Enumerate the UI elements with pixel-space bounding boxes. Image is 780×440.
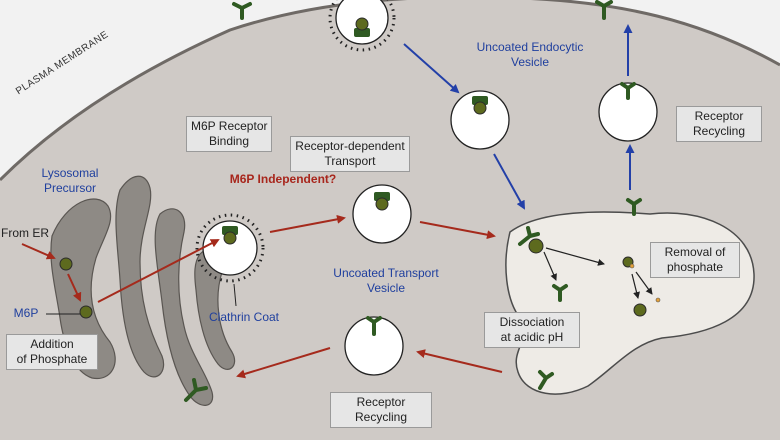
endocytosis-arrow xyxy=(403,43,460,94)
uncoated-transport-vesicle-line1: Uncoated Transport xyxy=(333,266,439,280)
enzyme-icon xyxy=(528,238,544,254)
m6p-enzyme-icon xyxy=(79,305,93,319)
receptor-dependent-transport-line2: Transport xyxy=(324,154,376,168)
receptor-dependent-transport-box: Receptor-dependent Transport xyxy=(290,136,410,172)
lysosomal-precursor-line1: Lysosomal xyxy=(41,166,99,180)
golgi-receptor-icon xyxy=(184,378,208,402)
phosphate-icon xyxy=(655,297,661,303)
clathrin-leader-line xyxy=(233,283,237,307)
lysosomal-precursor-line2: Precursor xyxy=(43,181,96,195)
removal-of-phosphate-line1: Removal of xyxy=(664,245,726,259)
uncoated-endocytic-vesicle xyxy=(450,90,510,150)
recycling-receptor-icon xyxy=(620,82,636,100)
recycling-vesicle-bottom xyxy=(344,316,404,376)
endosome-receptor-icon xyxy=(538,370,554,390)
dissociation-box: Dissociation at acidic pH xyxy=(484,312,580,348)
membrane-receptor-icon xyxy=(595,0,613,20)
receptor-complex-icon xyxy=(222,226,238,245)
phosphate-icon xyxy=(629,263,635,269)
receptor-complex-icon xyxy=(472,96,488,115)
uncoated-transport-vesicle-label: Uncoated Transport Vesicle xyxy=(314,266,458,296)
endosome-receptor-icon xyxy=(552,284,568,302)
removal-of-phosphate-box: Removal of phosphate xyxy=(650,242,740,278)
receptor-complex-icon xyxy=(374,192,390,211)
endocytic-to-endosome-arrow xyxy=(493,153,525,210)
uncoated-endocytic-vesicle-line1: Uncoated Endocytic xyxy=(476,40,584,54)
m6p-receptor-binding-box: M6P Receptor Binding xyxy=(186,116,272,152)
receptor-recycling-bottom-line1: Receptor xyxy=(356,395,406,409)
endosome-receptor-icon xyxy=(626,198,642,216)
recycling-to-golgi-arrow xyxy=(236,347,331,379)
precursor-to-m6p-arrow xyxy=(67,273,82,302)
recycling-vesicle-top xyxy=(598,82,658,142)
clathrin-coat-label: Clathrin Coat xyxy=(208,310,280,324)
endosome-receptor-icon xyxy=(518,226,540,246)
membrane-receptor-icon xyxy=(232,2,252,20)
dissociation-line1: Dissociation xyxy=(499,315,565,329)
m6p-independent-label: M6P Independent? xyxy=(229,172,337,186)
uncoated-endocytic-vesicle-label: Uncoated Endocytic Vesicle xyxy=(456,40,604,70)
uncoated-endocytic-vesicle-line2: Vesicle xyxy=(510,55,550,69)
receptor-recycling-top-line1: Receptor xyxy=(694,109,744,123)
dissociation-line2: at acidic pH xyxy=(500,330,564,344)
recycling-receptor-icon xyxy=(366,316,382,336)
removal-of-phosphate-line2: phosphate xyxy=(666,260,724,274)
lysosomal-precursor-label: Lysosomal Precursor xyxy=(30,166,110,196)
golgi-apparatus xyxy=(50,175,236,406)
transport-to-endosome-arrow xyxy=(419,221,496,240)
m6p-receptor-binding-line1: M6P Receptor xyxy=(191,119,268,133)
m6p-receptor-binding-line2: Binding xyxy=(208,134,250,148)
addition-of-phosphate-box: Addition of Phosphate xyxy=(6,334,98,370)
dissociation-arrow xyxy=(543,251,557,281)
receptor-recycling-top-line2: Recycling xyxy=(692,124,746,138)
receptor-dependent-transport-line1: Receptor-dependent xyxy=(295,139,405,153)
dissociation-arrow xyxy=(635,271,653,295)
receptor-recycling-bottom-box: Receptor Recycling xyxy=(330,392,432,428)
dissociation-arrow xyxy=(545,247,605,266)
dissociation-arrow xyxy=(631,273,640,299)
addition-of-phosphate-line1: Addition xyxy=(30,337,74,351)
vesicle-to-transport-arrow xyxy=(269,214,346,233)
m6p-to-vesicle-arrow xyxy=(97,239,220,303)
receptor-recycling-top-box: Receptor Recycling xyxy=(676,106,762,142)
enzyme-icon xyxy=(633,303,647,317)
addition-of-phosphate-line2: of Phosphate xyxy=(16,352,88,366)
from-er-arrow xyxy=(21,243,56,260)
endosome-to-recycling-arrow xyxy=(416,349,503,373)
from-er-label: From ER xyxy=(1,226,49,240)
m6p-label: M6P xyxy=(13,306,39,320)
lysosomal-precursor-icon xyxy=(59,257,73,271)
receptor-complex-icon xyxy=(354,17,370,37)
receptor-recycling-bottom-line2: Recycling xyxy=(354,410,408,424)
transport-vesicle xyxy=(352,184,412,244)
uncoated-transport-vesicle-line2: Vesicle xyxy=(366,281,406,295)
